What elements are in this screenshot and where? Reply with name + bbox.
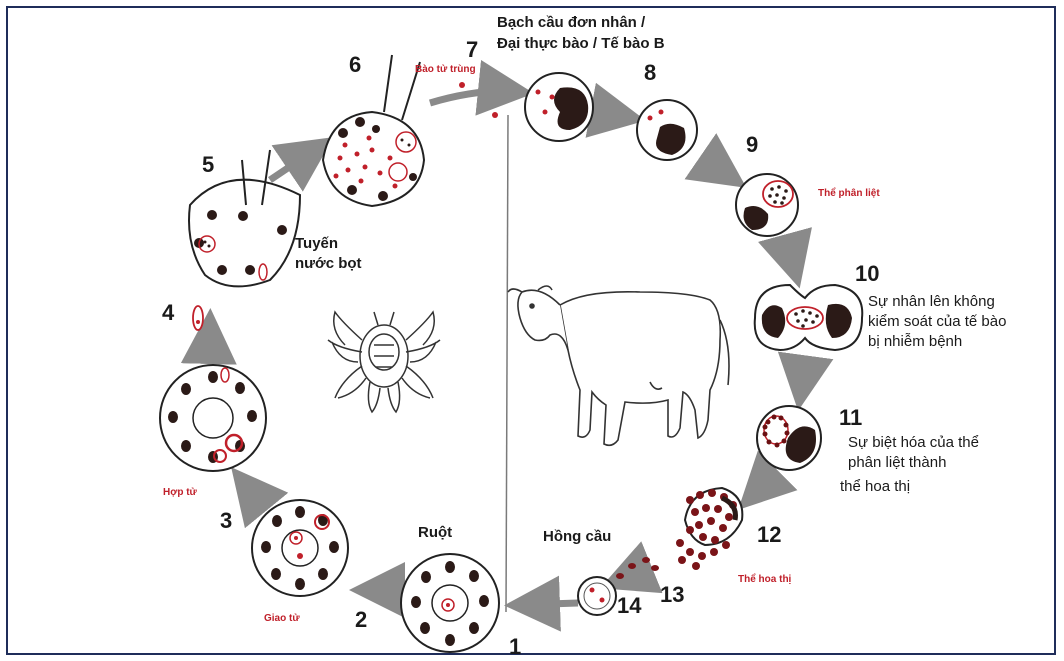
step-number-11: 11 [839, 405, 862, 430]
zygote-cell-ring [160, 365, 266, 471]
schizont-leukocyte [736, 174, 798, 236]
step-number-7: 7 [466, 37, 478, 62]
arrow-3-to-4 [240, 478, 258, 500]
infected-leukocyte-8b [637, 100, 697, 160]
dividing-infected-cell [755, 285, 863, 350]
cow-illustration [508, 286, 729, 445]
label-leukocyte-line2: Đại thực bào / Tế bào B [497, 35, 665, 52]
label-leukocyte-line1: Bạch cầu đơn nhân / [497, 14, 646, 31]
label-merozoite: Thể hoa thị [738, 573, 792, 585]
sporozoites [459, 82, 498, 118]
gut-cell-ring [401, 554, 499, 652]
label-diff-line3: thể hoa thị [840, 478, 910, 495]
tick-illustration [328, 312, 440, 412]
arrow-9-to-10 [787, 242, 796, 275]
arrow-6-to-8 [430, 91, 520, 103]
arrow-8-to-8b [600, 112, 632, 118]
label-gamete: Giao tử [264, 613, 300, 624]
label-multiply-line1: Sự nhân lên không [868, 293, 995, 310]
label-multiply-line3: bị nhiễm bệnh [868, 333, 962, 350]
step-number-2: 2 [355, 607, 367, 632]
step-number-1: 1 [509, 634, 521, 659]
divider-line [506, 115, 508, 612]
step-number-12: 12 [757, 522, 781, 547]
label-sporozoite: Bào tử trùng [415, 64, 476, 75]
merozoite-release-cell [676, 488, 742, 570]
label-zygote: Hợp tử [163, 487, 198, 498]
label-salivary-line1: Tuyến [295, 235, 338, 252]
arrow-10-to-11 [800, 360, 805, 397]
merogony-cell [757, 406, 821, 470]
arrow-8-to-9 [703, 158, 735, 180]
arrow-4-to-5 [209, 322, 210, 358]
step-number-3: 3 [220, 508, 232, 533]
label-diff-line2: phân liệt thành [848, 454, 946, 471]
label-multiply-line2: kiểm soát của tế bào [868, 313, 1006, 330]
arrow-5-to-6 [270, 145, 322, 180]
step-number-9: 9 [746, 132, 758, 157]
step-number-13: 13 [660, 582, 684, 607]
step-number-5: 5 [202, 152, 214, 177]
step-number-14: 14 [617, 593, 642, 618]
arrow-14-to-1 [518, 603, 578, 605]
step-number-6: 6 [349, 52, 361, 77]
label-schizont: Thể phân liệt [818, 187, 880, 199]
gamete-cell-ring [252, 500, 348, 596]
label-diff-line1: Sự biệt hóa của thể [848, 434, 979, 451]
infected-leukocyte-8a [525, 73, 593, 141]
label-salivary-line2: nước bọt [295, 255, 362, 272]
arrow-11-to-12 [748, 478, 770, 500]
step-number-10: 10 [855, 261, 879, 286]
infected-salivary-gland [323, 55, 424, 206]
kinete-parasite [193, 306, 203, 330]
label-rbc: Hồng cầu [543, 528, 611, 545]
step-number-8: 8 [644, 60, 656, 85]
label-gut: Ruột [418, 524, 452, 541]
step-number-4: 4 [162, 300, 175, 325]
infected-red-blood-cell [578, 577, 616, 615]
